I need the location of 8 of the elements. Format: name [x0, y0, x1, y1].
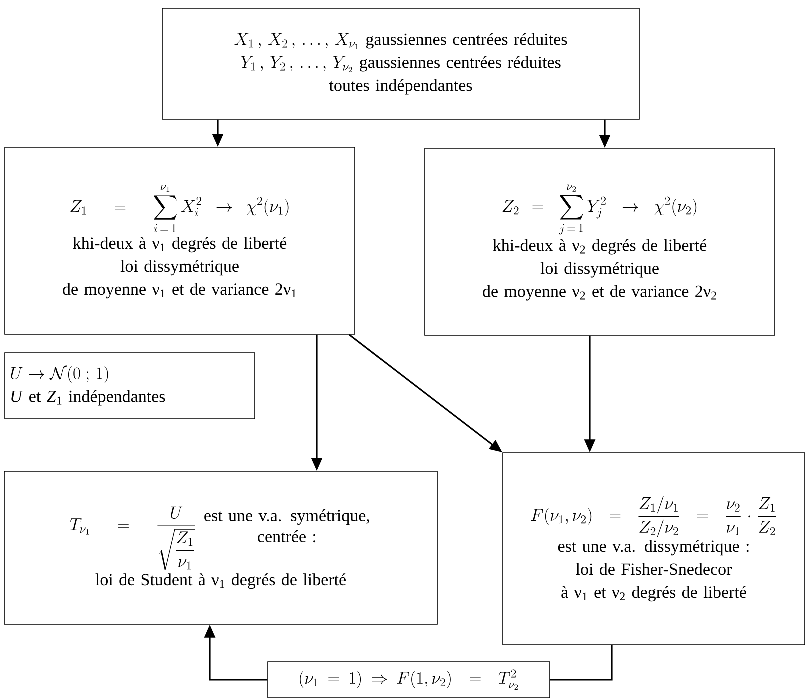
formula-box: $Z_1 \;=\; \sum_{i\,=\,1}^{\nu_1} X_i^2 \to \chi^2(\nu_1)$ khi-deux à ν$_{1}$ degrés de liberté loi dissymétrique de moyenne ν$_{1}$ et de variance 2ν$_{1}$	[4, 147, 356, 335]
connector-line	[550, 645, 613, 681]
formula-box: $Z_2 \!= \sum_{j\,=\,1}^{\nu_2} Y_j^2 \to \chi^2(\nu_2)$ khi-deux à ν$_{2}$ degrés de liberté loi dissymétrique de moyenne ν$_{2}$ et de variance 2ν$_{2}$	[424, 148, 776, 336]
relation-box: $(\nu_1 = 1) \Rightarrow F(1,\nu_2) \;=\; T^2_{\nu_2}$	[268, 662, 550, 698]
formula-box: $F(\nu_1,\nu_2) \;=\; \dfrac{Z_1/\nu_1}{Z_2/\nu_2} \;=\; \dfrac{\nu_2}{\nu_1}\cdot\dfrac{Z_1}{Z_2}$ est une v.a. dissymétrique : loi de Fisher-Snedecor à ν$_{1}$ et ν$_{2}$ degrés de liberté	[502, 452, 806, 646]
formula-box: $T_{\nu_1} \;=\; \dfrac{U}{\sqrt{\dfrac{Z_1}{\nu_1}}}$ est une v.a. symétrique, centrée : loi de Student à ν$_{1}$ degrés de liberté	[4, 471, 438, 625]
hypothesis-box: $X_1 \,,\, X_2 \,,\, \ldots,\, X_{\nu_1}$ gaussiennes centrées réduites $Y_1 \,,\, Y_2 \,,\, \ldots,\, Y_{\nu_2}$ gaussiennes centrées réduites toutes indépendantes	[162, 8, 640, 120]
condition-box: $U \to \mathcal{N}(0\;;\,1)$ U et Z$_{1}$ indépendantes	[4, 352, 256, 420]
